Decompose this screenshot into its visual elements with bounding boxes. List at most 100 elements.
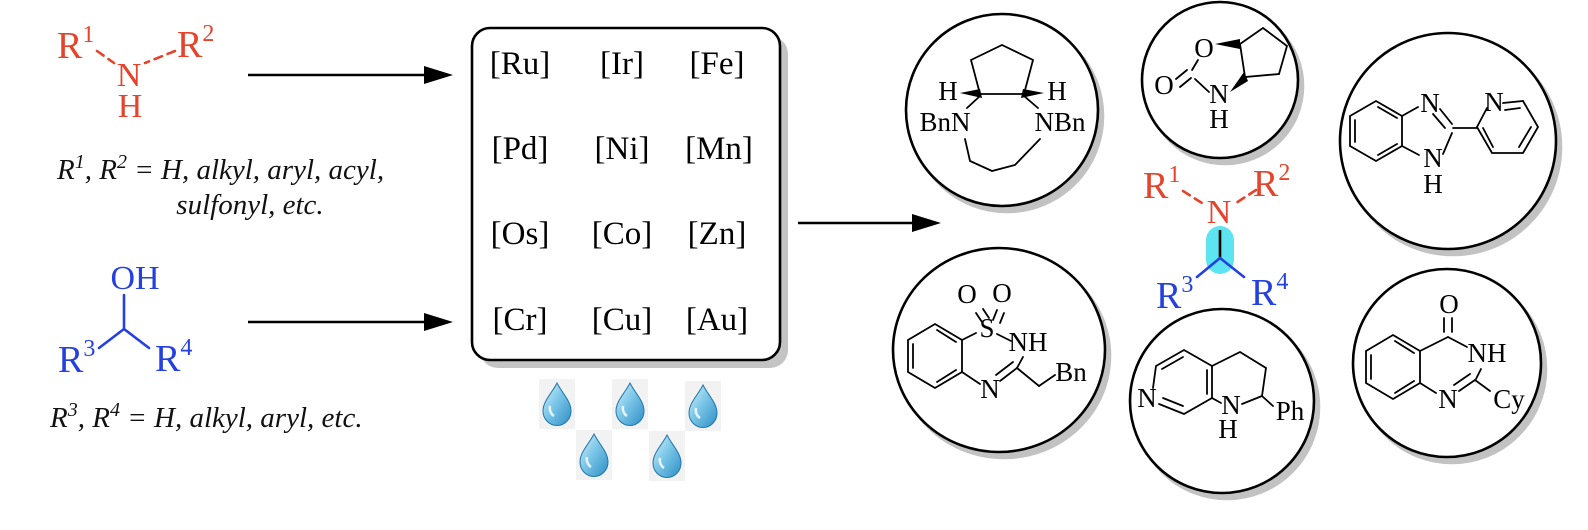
tspan-shape: R [1251,272,1277,314]
tspan-shape: 4 [1276,269,1288,295]
oxazolidinone-n: N [1209,79,1229,109]
bond [1447,336,1468,348]
double-bond [1175,69,1188,80]
product-amine-core: R1 R2 N R3 R4 [1143,160,1290,317]
product-circle-outline [891,246,1107,454]
bond [1016,367,1040,387]
tspan-shape: R [1253,163,1279,205]
bond [1442,132,1453,155]
amine-note-line1: R1, R2 = H, alkyl, aryl, acyl, [56,151,384,186]
tspan-shape: , R [78,402,111,434]
bond [1419,336,1449,352]
naphthyridine-nh-h: H [1218,414,1238,444]
sulfonyl-o-left: O [957,279,977,309]
tspan-shape: 1 [1168,162,1180,188]
double-bond [1504,107,1521,111]
metal-co: [Co] [592,216,653,252]
tspan-shape: 2 [202,21,214,47]
sulfur-label: S [979,313,994,343]
double-bond [1518,126,1532,148]
tspan-shape: 3 [83,336,95,362]
tspan-shape: R [155,338,181,380]
metal-mn: [Mn] [685,131,753,167]
metal-pd: [Pd] [492,131,549,167]
product-circle-outline [1140,0,1300,160]
arrow-amine-to-box [248,66,453,84]
bond [122,327,151,350]
wedge-bond [1215,39,1240,49]
quinazolinone-nh: NH [1468,338,1507,368]
product-circle-diamine: H H BnN NBn [904,12,1100,208]
water-droplet-icon [610,377,650,431]
tspan-shape: = H, alkyl, aryl, etc. [120,402,363,434]
double-bond [936,369,957,383]
metal-ru: [Ru] [490,46,551,82]
quinazolinone-o: O [1439,289,1459,319]
wedge-bond [1021,89,1044,98]
amine-reactant: R1 R2 N H [57,21,214,125]
tspan-shape: R [177,24,203,66]
product-circle-benzothiadiazine: O O S NH N Bn [891,246,1107,454]
pyridine-ring [1476,100,1540,154]
naphthyridine-nh-n: N [1221,390,1241,420]
product-circle-outline [1351,267,1543,459]
diamine-h-right: H [1047,76,1067,106]
double-bond [999,312,1005,324]
bond [1475,368,1482,380]
double-bond [995,361,1014,376]
metal-ir: [Ir] [600,46,644,82]
tspan-shape: , R [85,154,118,186]
bond [143,49,177,65]
double-bond [1377,143,1398,156]
bond [1234,188,1258,205]
bond [1419,382,1437,394]
wedge-bond [1230,72,1248,92]
benzyl-label: Bn [1055,357,1087,387]
sulfonyl-o-right: O [992,278,1012,308]
tspan-shape: R [58,339,84,381]
arrow-head [424,313,453,331]
cyclohexyl-label: Cy [1493,384,1525,414]
bond [1195,256,1222,279]
double-bond [1482,127,1494,148]
product-r1-label: R1 [1143,162,1180,207]
double-bond [1432,113,1446,129]
benzimidazole-n1: N [1420,88,1440,118]
double-bond [1179,77,1192,88]
bond [1401,106,1419,117]
diamine-nbn: NBn [1034,107,1086,137]
product-circle-naphthyridine: N N H Ph [1128,307,1316,495]
bond [1194,78,1210,93]
saturated-ring [1211,350,1267,397]
benzimidazole-nh-n: N [1423,143,1443,173]
alcohol-r4-label: R4 [155,335,192,380]
water-droplets [537,377,723,483]
thiadiazine-nh: NH [1009,327,1048,357]
double-bond [999,367,1018,382]
tspan-shape: 1 [82,22,94,48]
bond [1474,379,1491,392]
alcohol-r3-label: R3 [58,336,95,381]
product-circle-oxazolidinone: O O N H [1140,0,1300,160]
diamine-bnn: BnN [919,107,970,137]
water-droplet-icon [683,379,723,433]
double-bond [1458,379,1476,392]
double-bond [982,308,990,319]
bond [1038,374,1056,387]
arrow-alcohol-to-box [248,313,453,331]
double-bond [975,312,983,323]
metal-cr: [Cr] [493,302,548,338]
catalyst-box-frame [470,26,782,362]
arrow-box-to-products [798,214,941,232]
bond [961,371,981,385]
wedge-bond [960,89,982,98]
tspan-shape: R [49,402,68,434]
catalyst-box: [Ru] [Ir] [Fe] [Pd] [Ni] [Mn] [Os] [Co] … [470,26,788,368]
pyridine-ring-left [1152,348,1213,389]
tspan-shape: 1 [75,151,85,173]
tspan-shape: 4 [110,399,120,421]
cyclopentane-ring [969,44,1035,95]
alcohol-reactant: OH R3 R4 R3, R4 = H, alkyl, aryl, etc. [49,260,363,434]
product-circle-outline [904,12,1100,208]
benzimidazole-nh-h: H [1423,169,1443,199]
